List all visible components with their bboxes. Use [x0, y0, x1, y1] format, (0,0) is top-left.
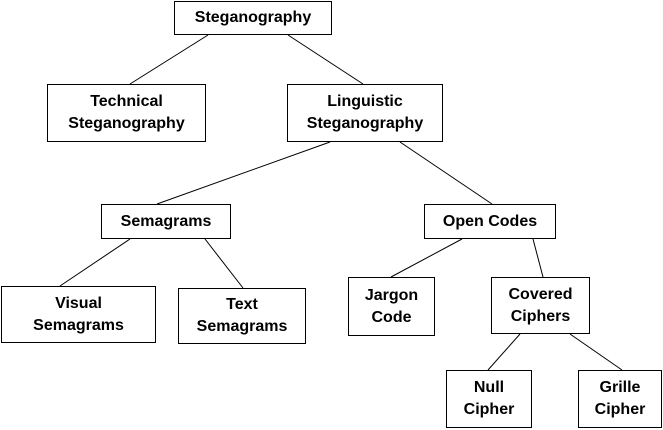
node-text-semagrams: Text Semagrams — [178, 288, 306, 344]
node-technical-steganography: Technical Steganography — [47, 84, 206, 142]
edge-open-codes-covered — [532, 238, 544, 278]
node-covered-ciphers: Covered Ciphers — [491, 277, 590, 334]
edge-linguistic-open-codes — [399, 141, 493, 205]
edge-covered-grille — [569, 333, 623, 371]
node-open-codes: Open Codes — [424, 204, 556, 239]
node-visual-semagrams: Visual Semagrams — [1, 286, 156, 343]
edge-semagrams-visual — [59, 238, 131, 287]
edge-covered-null — [487, 333, 521, 371]
node-linguistic-steganography: Linguistic Steganography — [287, 84, 443, 142]
node-steganography: Steganography — [174, 1, 332, 35]
node-jargon-code: Jargon Code — [348, 277, 435, 336]
node-grille-cipher: Grille Cipher — [578, 370, 662, 428]
edge-linguistic-semagrams — [156, 141, 331, 205]
edge-semagrams-text — [204, 238, 244, 289]
edge-steganography-technical — [129, 34, 209, 85]
edge-steganography-linguistic — [287, 34, 364, 85]
edge-open-codes-jargon — [390, 238, 463, 278]
node-null-cipher: Null Cipher — [446, 370, 532, 428]
node-semagrams: Semagrams — [101, 204, 231, 239]
